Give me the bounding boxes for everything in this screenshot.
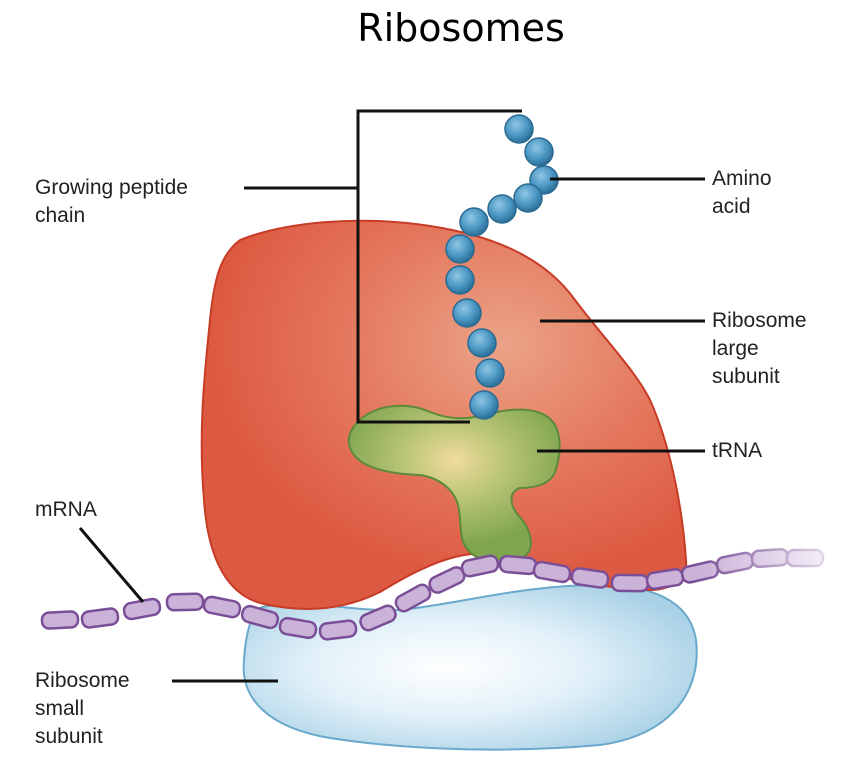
small-label-line3: subunit <box>35 725 103 748</box>
mrna-fade <box>700 540 862 600</box>
mrna-label: mRNA <box>35 496 97 524</box>
trna-label-text: tRNA <box>712 439 763 462</box>
amino-acid-bead <box>524 137 554 167</box>
amino-acid-bead <box>467 328 497 358</box>
large-label-line2: large <box>712 337 759 360</box>
amino-acid-bead <box>469 390 499 420</box>
large-label-line1: Ribosome <box>712 309 807 332</box>
small-label-line2: small <box>35 697 85 720</box>
amino-acid-bead <box>487 194 517 224</box>
mrna-codon-segment <box>570 567 610 589</box>
mrna-codon-segment <box>318 619 358 641</box>
amino-label-line1: Amino <box>712 167 772 190</box>
mrna-codon-segment <box>428 566 466 594</box>
amino-acid-bead <box>504 114 534 144</box>
peptide-bracket <box>356 109 522 424</box>
mrna-codon-segment <box>610 573 650 593</box>
mrna-codon-segment <box>394 583 432 613</box>
amino-acid-bead <box>513 183 543 213</box>
amino-acid-bead <box>445 234 475 264</box>
amino-acid-bead <box>452 298 482 328</box>
amino-label-line2: acid <box>712 195 751 218</box>
ribosome-small-subunit-label: Ribosome small subunit <box>35 667 130 751</box>
ribosome-large-subunit <box>200 219 688 610</box>
trna-label: tRNA <box>712 437 762 465</box>
mrna-codon-segment <box>40 610 80 630</box>
mrna-codon-segment <box>80 607 120 629</box>
large-label-line3: subunit <box>712 365 780 388</box>
amino-acid-label: Amino acid <box>712 165 772 221</box>
ribosome-large-subunit-label: Ribosome large subunit <box>712 307 807 391</box>
mrna-codon-segment <box>359 604 397 632</box>
mrna-codon-segment <box>278 616 318 640</box>
amino-acid-bead <box>445 265 475 295</box>
mrna-codon-segment <box>460 554 500 578</box>
ribosome-small-subunit <box>242 583 698 751</box>
peptide-chain <box>445 114 559 420</box>
small-label-line1: Ribosome <box>35 669 130 692</box>
amino-acid-bead <box>459 207 489 237</box>
peptide-label-line1: Growing peptide <box>35 176 188 199</box>
mrna-codon-segment <box>532 560 572 584</box>
growing-peptide-chain-label: Growing peptide chain <box>35 174 188 230</box>
mrna-label-text: mRNA <box>35 498 97 521</box>
amino-acid-bead <box>475 358 505 388</box>
diagram-title: Ribosomes <box>357 6 565 50</box>
peptide-label-line2: chain <box>35 204 86 227</box>
mrna-codon-segment <box>498 554 538 576</box>
mrna-codon-segment <box>165 592 205 612</box>
mrna-leader-line <box>78 527 145 603</box>
mrna-codon-segment <box>240 604 280 630</box>
mrna-codon-segment <box>202 595 242 619</box>
